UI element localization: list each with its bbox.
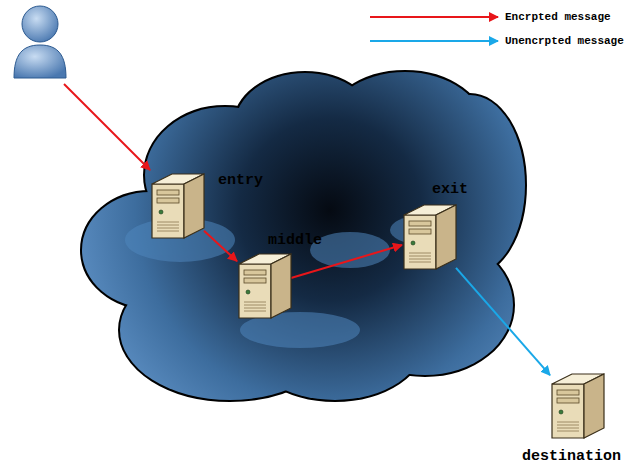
node-label: exit (432, 181, 468, 199)
node-label: destination (522, 448, 621, 466)
server-icon (400, 203, 458, 271)
legend-text: Unencrpted message (505, 34, 624, 48)
server-icon (548, 372, 606, 440)
server-icon (148, 172, 206, 240)
user-icon (14, 6, 66, 78)
node-label: entry (218, 172, 263, 190)
message-arrow (291, 245, 402, 278)
legend-blue-line (370, 40, 498, 42)
message-arrow (204, 231, 237, 261)
legend-red-line (370, 16, 498, 18)
server-icon (235, 252, 293, 320)
server-node: middle (235, 252, 293, 320)
user-arrow (64, 84, 150, 170)
message-arrow (456, 268, 550, 375)
server-node: entry (148, 172, 206, 240)
server-node: exit (400, 203, 458, 271)
legend-text: Encrpted message (505, 10, 611, 24)
server-node: destination (548, 372, 606, 440)
cloud (82, 72, 525, 400)
node-label: middle (268, 232, 322, 250)
